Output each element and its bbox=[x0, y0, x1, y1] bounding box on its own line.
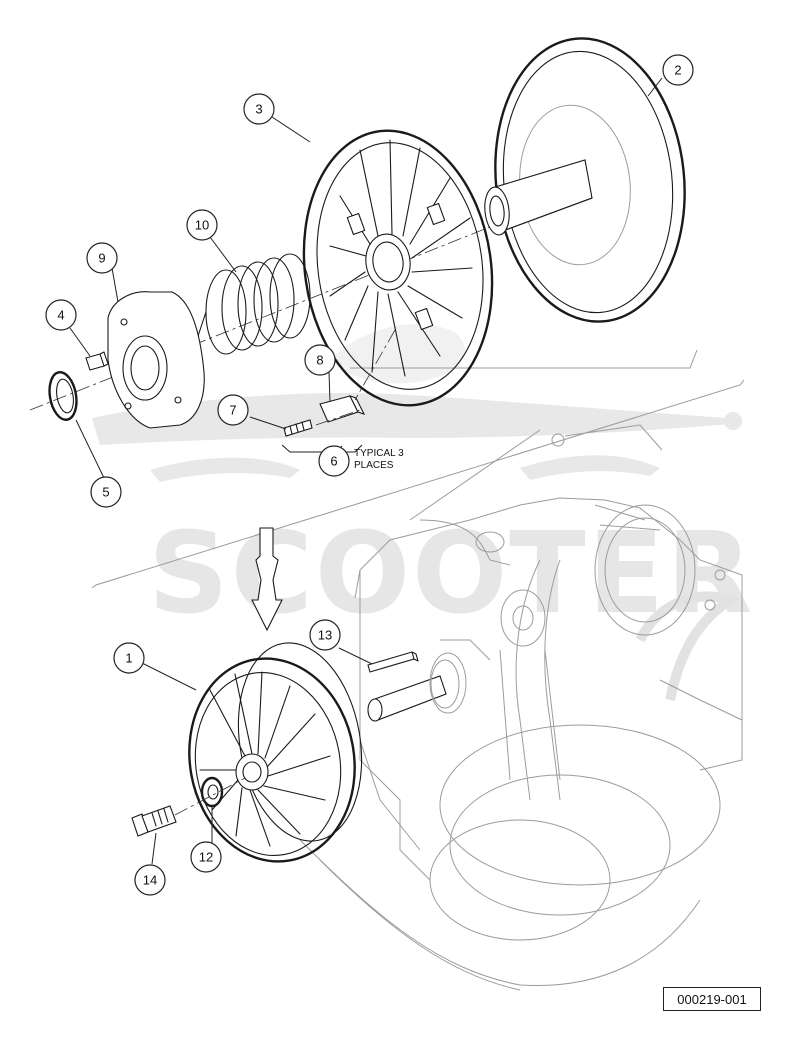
bolt-centerline bbox=[174, 777, 246, 816]
note-line-2: PLACES bbox=[354, 460, 394, 471]
svg-text:12: 12 bbox=[199, 850, 213, 865]
bolt bbox=[131, 805, 177, 837]
callout-6: 6 bbox=[318, 445, 350, 477]
retaining-ring bbox=[48, 371, 78, 421]
section-divider bbox=[91, 379, 745, 589]
part-centerline bbox=[315, 329, 396, 426]
watermark-text: SCOOTER bbox=[148, 509, 754, 639]
install-arrow bbox=[251, 527, 283, 632]
svg-text:3: 3 bbox=[255, 102, 262, 117]
callout-8: 8 bbox=[304, 344, 336, 376]
clutch-spring bbox=[195, 253, 311, 355]
svg-text:5: 5 bbox=[102, 485, 109, 500]
figure-code: 000219-001 bbox=[663, 987, 761, 1011]
callout-9: 9 bbox=[86, 242, 118, 274]
washer bbox=[200, 776, 224, 808]
callout-13: 13 bbox=[309, 619, 341, 651]
leader-lines bbox=[69, 77, 663, 865]
scooter-watermark: SCOOTER bbox=[92, 324, 754, 701]
callout-4: 4 bbox=[45, 299, 77, 331]
callout-14: 14 bbox=[134, 864, 166, 896]
svg-text:14: 14 bbox=[143, 873, 157, 888]
weight-block bbox=[319, 395, 366, 423]
svg-text:13: 13 bbox=[318, 628, 332, 643]
callout-5: 5 bbox=[90, 476, 122, 508]
engine-ghost bbox=[299, 424, 743, 991]
svg-text:6: 6 bbox=[330, 454, 337, 469]
movable-sheave bbox=[302, 129, 494, 407]
crankshaft-key bbox=[367, 651, 419, 673]
callout-10: 10 bbox=[186, 209, 218, 241]
callout-12: 12 bbox=[190, 841, 222, 873]
svg-text:7: 7 bbox=[229, 403, 236, 418]
note-bracket bbox=[281, 444, 363, 453]
svg-text:10: 10 bbox=[195, 218, 209, 233]
svg-text:4: 4 bbox=[57, 308, 64, 323]
callout-2: 2 bbox=[662, 54, 694, 86]
callout-1: 1 bbox=[113, 642, 145, 674]
drive-clutch bbox=[188, 642, 363, 863]
svg-text:1: 1 bbox=[125, 651, 132, 666]
fixed-sheave bbox=[484, 37, 686, 323]
svg-text:2: 2 bbox=[674, 63, 681, 78]
svg-text:9: 9 bbox=[98, 251, 105, 266]
callout-7: 7 bbox=[217, 394, 249, 426]
spider-cover bbox=[107, 291, 205, 429]
note-line-1: TYPICAL 3 bbox=[354, 448, 404, 459]
key bbox=[85, 351, 109, 371]
screw bbox=[283, 419, 313, 437]
crankshaft bbox=[367, 652, 467, 722]
callout-3: 3 bbox=[243, 93, 275, 125]
svg-text:8: 8 bbox=[316, 353, 323, 368]
